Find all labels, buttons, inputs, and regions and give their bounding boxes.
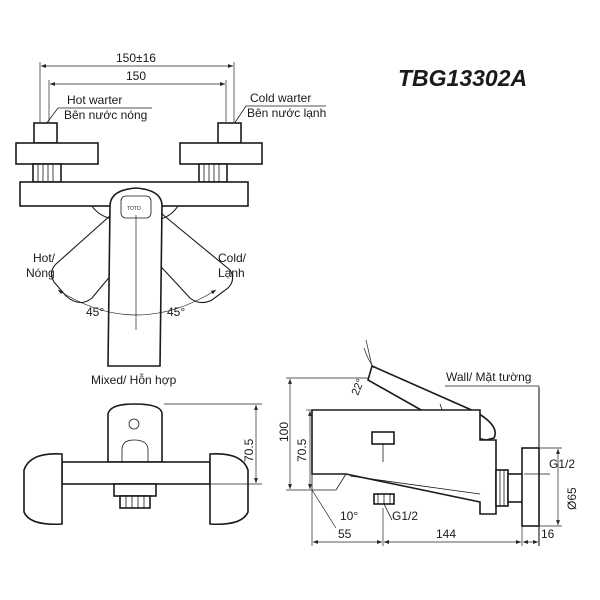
angle-left: 45° — [86, 305, 104, 319]
model-number: TBG13302A — [398, 65, 527, 91]
hot-flange — [15, 142, 99, 165]
side-body-underline — [349, 475, 481, 495]
thread-wall-label: G1/2 — [549, 457, 575, 471]
angle-spout-ref — [311, 489, 337, 529]
hot-water-label-vi: Bên nước nóng — [64, 108, 147, 122]
front-lever-screw — [128, 418, 140, 430]
front-body — [61, 461, 211, 485]
mixed-label: Mixed/ Hỗn hợp — [91, 372, 177, 387]
front-outlet-nut — [119, 495, 151, 509]
side-dimension-total-height: 100 — [277, 422, 291, 442]
thread-outlet-leader — [383, 503, 393, 521]
angle-right: 45° — [167, 305, 185, 319]
dimension-inner: 150 — [126, 69, 146, 83]
cold-water-label: Cold warter — [250, 91, 311, 105]
cold-lever-label-vi: Lạnh — [218, 266, 245, 280]
lever-mixed-position — [107, 187, 163, 367]
front-lever — [107, 403, 163, 463]
dimension-body: 144 — [436, 527, 456, 541]
side-spout-tip — [311, 473, 347, 491]
thread-outlet-label: G1/2 — [392, 509, 418, 523]
angle-handle-ref — [365, 339, 373, 367]
hot-lever-label-vi: Nóng — [26, 266, 55, 280]
cold-lever-label: Cold/ — [218, 251, 247, 265]
hot-leader-line — [45, 107, 59, 125]
angle-handle-label: 22° — [350, 377, 367, 397]
side-escutcheon — [521, 447, 540, 527]
rotation-arc — [57, 289, 217, 316]
front-outlet-body — [113, 483, 157, 497]
side-view: Wall/ Mặt tường 22° 10° 100 — [277, 339, 579, 546]
side-wall-nut — [495, 469, 509, 507]
front-escutcheon-left — [23, 453, 63, 526]
side-body — [311, 409, 497, 515]
dimension-outer: 150±16 — [116, 51, 156, 65]
hot-lever-label: Hot/ — [33, 251, 56, 265]
cold-water-label-vi: Bên nước lạnh — [247, 106, 326, 120]
side-cap-top — [371, 431, 395, 445]
cold-connector-nut — [198, 163, 228, 183]
front-lever-neck — [121, 439, 149, 462]
dimension-spout: 55 — [338, 527, 352, 541]
wall-label: Wall/ Mặt tường — [446, 370, 531, 384]
cold-inlet-pipe — [217, 122, 242, 144]
cold-leader-line — [233, 105, 247, 125]
front-escutcheon-right — [209, 453, 249, 526]
front-view: 70.5 — [23, 403, 262, 526]
brand-logo: TOTO — [127, 206, 141, 212]
top-view: 150±16 150 Hot warter Bên nước nóng Cold… — [15, 51, 326, 387]
front-dimension-height: 70.5 — [242, 438, 256, 462]
diameter-label: Ø65 — [565, 487, 579, 510]
hot-water-label: Hot warter — [67, 93, 122, 107]
angle-handle-arc — [363, 347, 375, 369]
hot-inlet-pipe — [33, 122, 58, 144]
cold-flange — [179, 142, 263, 165]
angle-spout-label: 10° — [340, 509, 358, 523]
hot-connector-nut — [32, 163, 62, 183]
lever-hot-position — [50, 213, 164, 304]
dimension-flange: 16 — [541, 527, 555, 541]
side-dimension-height: 70.5 — [295, 438, 309, 462]
